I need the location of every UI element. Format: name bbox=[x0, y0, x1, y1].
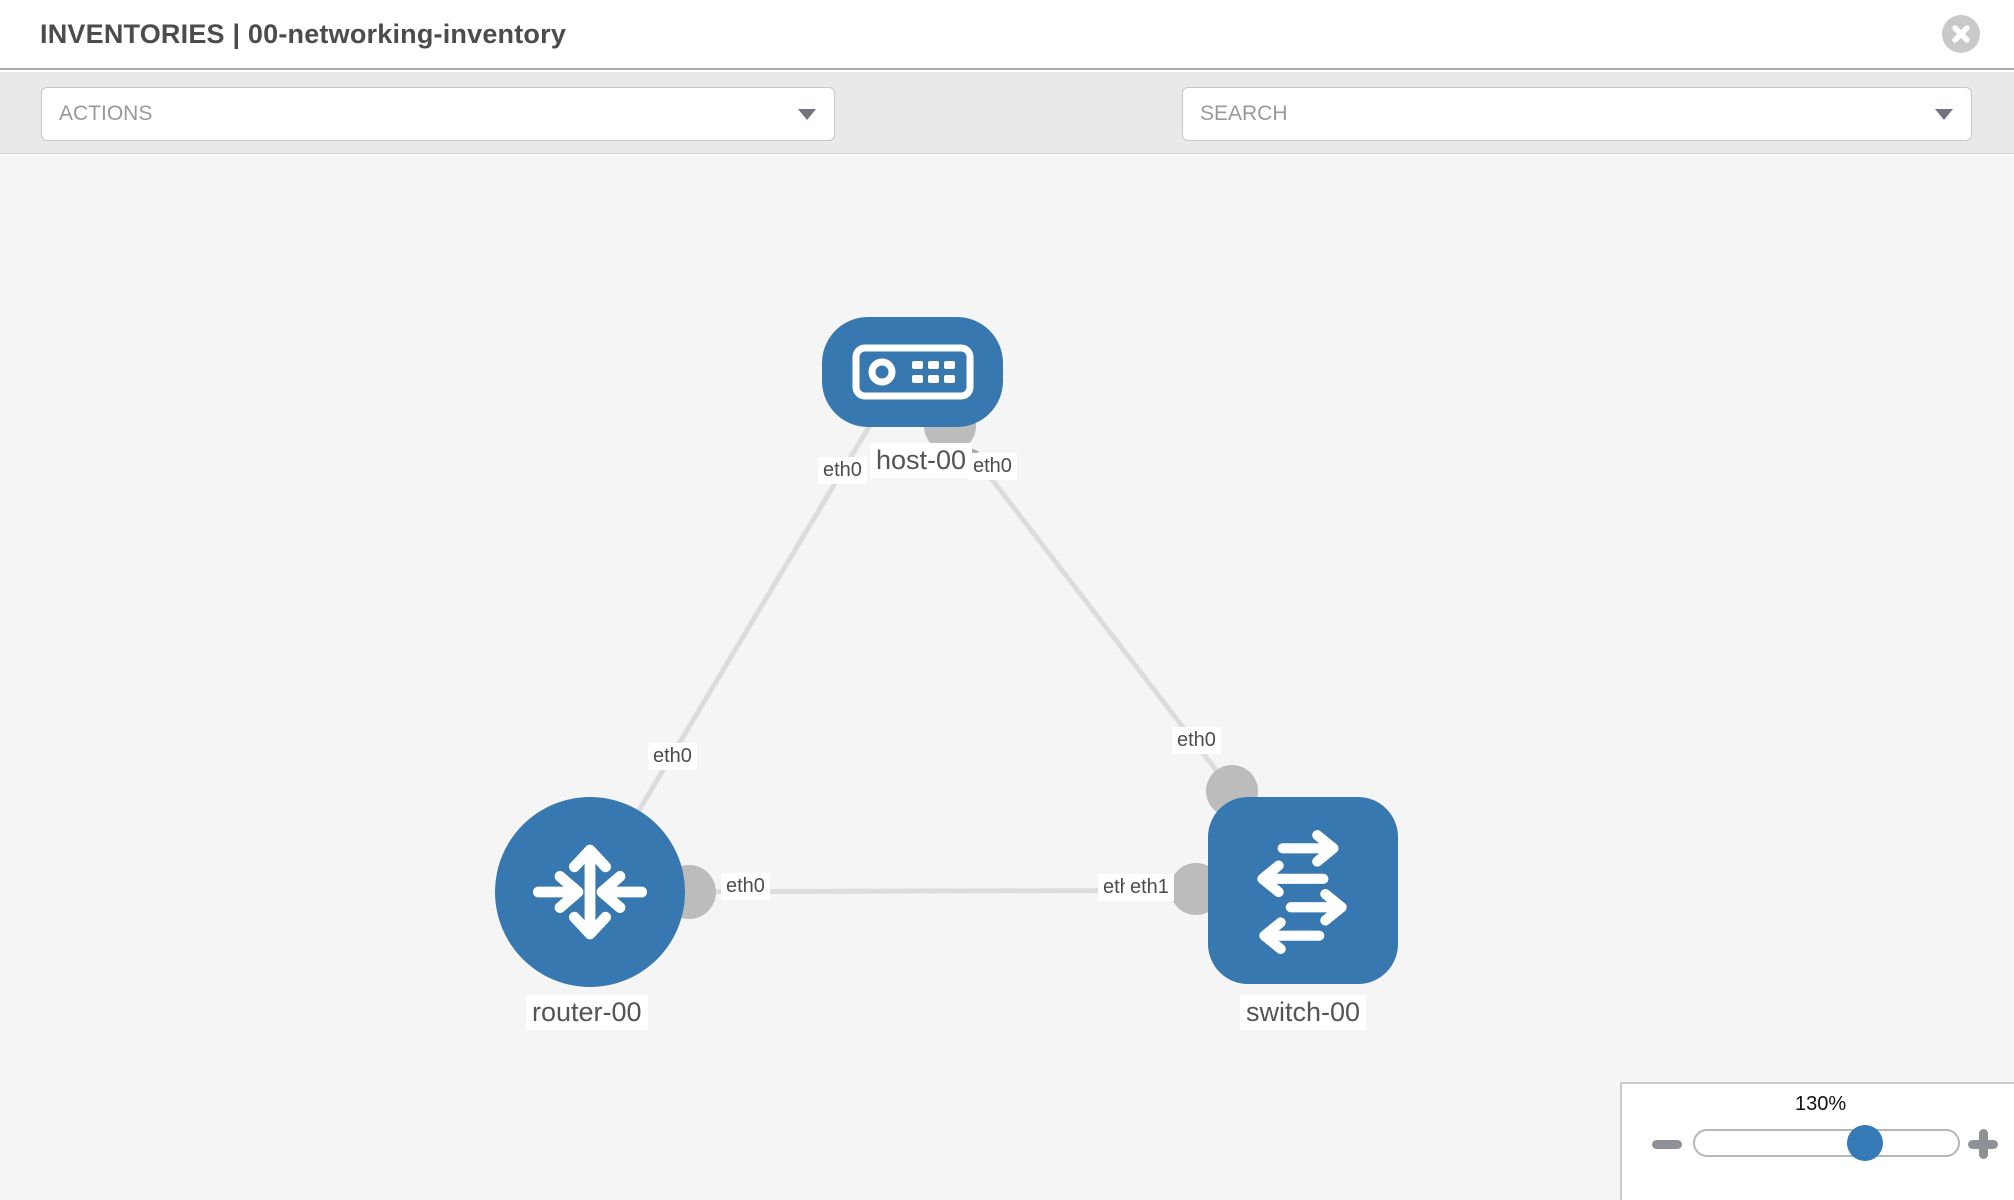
node-label-switch: switch-00 bbox=[1240, 995, 1367, 1030]
header: INVENTORIES | 00-networking-inventory bbox=[0, 0, 2014, 70]
zoom-in-button[interactable] bbox=[1968, 1129, 1998, 1159]
actions-dropdown[interactable]: ACTIONS bbox=[41, 87, 835, 141]
search-dropdown[interactable]: SEARCH bbox=[1182, 87, 1972, 141]
node-label-host: host-00 bbox=[870, 443, 973, 478]
node-switch-00[interactable] bbox=[1208, 797, 1398, 984]
iface-label-eth0: eth0 bbox=[648, 743, 697, 770]
close-button[interactable] bbox=[1942, 15, 1980, 53]
toolbar: ACTIONS SEARCH bbox=[0, 72, 2014, 203]
router-icon bbox=[533, 844, 647, 940]
iface-label-eth1: eth1 bbox=[1125, 874, 1174, 901]
plus-icon bbox=[1979, 1129, 1988, 1159]
zoom-panel: 130% bbox=[1620, 1082, 2014, 1200]
iface-label-eth0: eth0 bbox=[1172, 727, 1221, 754]
host-icon bbox=[852, 344, 973, 400]
search-dropdown-label: SEARCH bbox=[1200, 102, 1288, 125]
iface-label-eth0: eth0 bbox=[818, 457, 867, 484]
node-label-router: router-00 bbox=[526, 995, 648, 1030]
close-icon bbox=[1952, 25, 1970, 43]
node-host-00[interactable] bbox=[822, 317, 1003, 427]
switch-icon bbox=[1257, 829, 1347, 954]
chevron-down-icon bbox=[798, 109, 816, 120]
iface-label-eth0: eth0 bbox=[968, 453, 1017, 480]
zoom-slider-track[interactable] bbox=[1693, 1129, 1960, 1157]
iface-label-eth0: eth0 bbox=[721, 873, 770, 900]
topology-canvas[interactable]: host-00 router-00 switch-00 eth0 eth0 et… bbox=[0, 155, 2014, 1200]
topology-links bbox=[587, 403, 1304, 895]
actions-dropdown-label: ACTIONS bbox=[59, 102, 153, 125]
page-title: INVENTORIES | 00-networking-inventory bbox=[40, 18, 567, 49]
chevron-down-icon bbox=[1935, 109, 1953, 120]
zoom-level: 130% bbox=[1795, 1093, 1847, 1115]
node-router-00[interactable] bbox=[495, 797, 685, 987]
zoom-out-button[interactable] bbox=[1652, 1140, 1682, 1149]
zoom-slider-handle[interactable] bbox=[1847, 1125, 1883, 1161]
